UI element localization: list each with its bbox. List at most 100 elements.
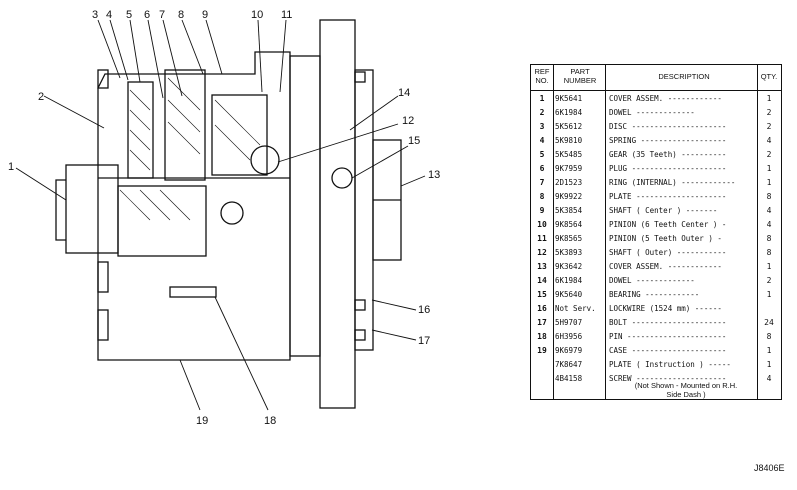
row-part-number: 6K1984	[555, 108, 583, 117]
column-divider	[553, 65, 554, 399]
row-description: PLUG ---------------------	[609, 164, 727, 173]
callout-8: 8	[178, 9, 184, 21]
row-part-number: 5K3893	[555, 248, 583, 257]
table-row: 7 2D1523 RING (INTERNAL) ------------ 1	[531, 176, 783, 190]
row-qty: 8	[766, 248, 772, 257]
mounting-flange	[319, 19, 356, 409]
row-ref-no: 19	[537, 346, 547, 355]
callout-5: 5	[126, 9, 132, 21]
callout-3: 3	[92, 9, 98, 21]
callout-7: 7	[159, 9, 165, 21]
row-description: DISC ---------------------	[609, 122, 727, 131]
row-qty: 2	[766, 122, 772, 131]
row-description: COVER ASSEM. ------------	[609, 262, 722, 271]
row-description: PLATE ( Instruction ) -----	[609, 360, 731, 369]
row-description: SHAFT ( Outer) -----------	[609, 248, 727, 257]
row-description: CASE ---------------------	[609, 346, 727, 355]
row-part-number: 5K5612	[555, 122, 583, 131]
right-cover	[354, 69, 374, 351]
row-description: GEAR (35 Teeth) ----------	[609, 150, 727, 159]
row-part-number: 2D1523	[555, 178, 583, 187]
note-line-2: Side Dash )	[666, 390, 706, 399]
callout-11: 11	[281, 9, 292, 21]
figure-id: J8406E	[754, 463, 785, 473]
row-ref-no: 4	[539, 136, 545, 145]
callout-2: 2	[38, 91, 44, 103]
column-divider	[757, 65, 758, 399]
callout-17: 17	[418, 335, 430, 347]
row-description: PIN ----------------------	[609, 332, 727, 341]
row-qty: 8	[766, 332, 772, 341]
row-ref-no: 11	[537, 234, 547, 243]
row-ref-no: 8	[539, 192, 545, 201]
row-description: PLATE --------------------	[609, 192, 727, 201]
row-ref-no: 7	[539, 178, 545, 187]
callout-16: 16	[418, 304, 430, 316]
table-row: 15 9K5640 BEARING ------------ 1	[531, 288, 783, 302]
row-description: COVER ASSEM. ------------	[609, 94, 722, 103]
row-description: DOWEL -------------	[609, 108, 695, 117]
row-qty: 1	[766, 346, 772, 355]
header-qty: QTY.	[760, 72, 778, 81]
row-qty: 1	[766, 178, 772, 187]
row-qty: 8	[766, 192, 772, 201]
row-description: PINION (5 Teeth Outer ) -	[609, 234, 722, 243]
row-part-number: 6K1984	[555, 276, 583, 285]
assembly-cutaway-drawing: 3 4 5 6 7 8 9 10 11 2 1 14 12 15 13 16 1…	[8, 9, 440, 427]
row-description: SPRING -------------------	[609, 136, 727, 145]
note-line-1: (Not Shown - Mounted on R.H.	[634, 381, 738, 390]
row-ref-no: 17	[537, 318, 547, 327]
callout-15: 15	[408, 135, 420, 147]
row-qty: 2	[766, 108, 772, 117]
row-ref-no: 6	[539, 164, 545, 173]
row-part-number: 5H9707	[555, 318, 583, 327]
header-description: DESCRIPTION	[658, 72, 710, 81]
row-ref-no: 13	[537, 262, 547, 271]
row-description: BEARING ------------	[609, 290, 700, 299]
callout-10: 10	[251, 9, 263, 21]
column-divider	[605, 65, 606, 399]
row-part-number: Not Serv.	[555, 304, 596, 313]
row-qty: 2	[766, 276, 772, 285]
row-part-number: 9K6979	[555, 346, 583, 355]
row-ref-no: 18	[537, 332, 547, 341]
row-qty: 4	[766, 206, 772, 215]
row-qty: 1	[766, 262, 772, 271]
row-ref-no: 12	[537, 248, 547, 257]
row-part-number: 9K5640	[555, 290, 583, 299]
row-description: RING (INTERNAL) ------------	[609, 178, 736, 187]
row-ref-no: 16	[537, 304, 547, 313]
callout-6: 6	[144, 9, 150, 21]
table-row: 13 9K3642 COVER ASSEM. ------------ 1	[531, 260, 783, 274]
callout-13: 13	[428, 169, 440, 181]
row-description: DOWEL -------------	[609, 276, 695, 285]
row-part-number: 6H3956	[555, 332, 583, 341]
row-part-number: 9K3642	[555, 262, 583, 271]
row-part-number: 5K9810	[555, 136, 583, 145]
callout-14: 14	[398, 87, 410, 99]
row-description: PINION (6 Teeth Center ) -	[609, 220, 727, 229]
row-ref-no: 15	[537, 290, 547, 299]
row-part-number: 9K8564	[555, 220, 583, 229]
table-row: 12 5K3893 SHAFT ( Outer) ----------- 8	[531, 246, 783, 260]
row-ref-no: 3	[539, 122, 545, 131]
row-qty: 2	[766, 150, 772, 159]
table-row: 18 6H3956 PIN ---------------------- 8	[531, 330, 783, 344]
callout-4: 4	[106, 9, 112, 21]
row-ref-no: 5	[539, 150, 545, 159]
row-qty: 1	[766, 290, 772, 299]
